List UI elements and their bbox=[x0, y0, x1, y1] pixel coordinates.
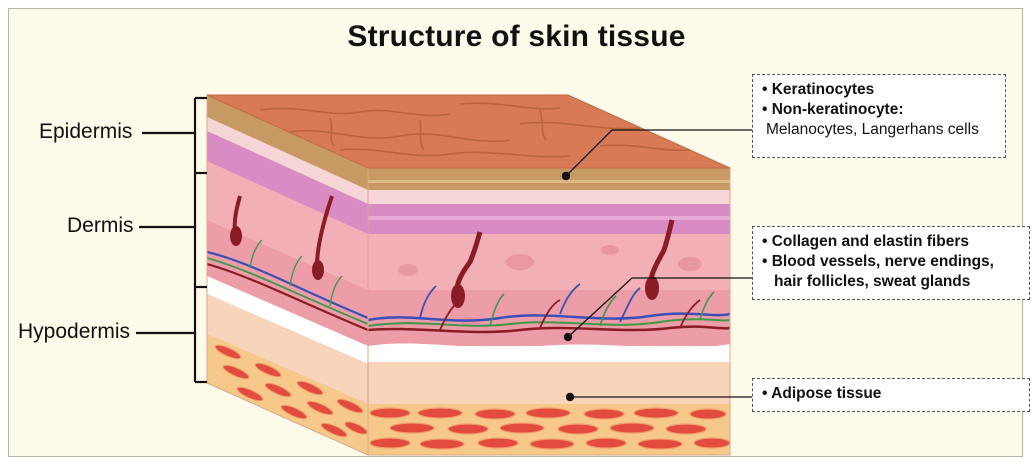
epidermis-callout-line-3: Melanocytes, Langerhans cells bbox=[762, 120, 996, 140]
epidermis-callout-line-2: • Non-keratinocyte: bbox=[762, 100, 996, 120]
dermis-label: Dermis bbox=[67, 214, 134, 238]
front-face bbox=[368, 168, 730, 455]
hypodermis-callout-box: • Adipose tissue bbox=[752, 378, 1030, 412]
layer-brackets bbox=[136, 98, 207, 382]
hypodermis-callout-line-1: • Adipose tissue bbox=[762, 384, 1020, 404]
epidermis-marker-dot bbox=[562, 172, 570, 180]
epidermis-callout-line-1: • Keratinocytes bbox=[762, 80, 996, 100]
epidermis-callout-box: • Keratinocytes • Non-keratinocyte: Mela… bbox=[752, 74, 1006, 158]
dermis-callout-line-1: • Collagen and elastin fibers bbox=[762, 232, 1020, 252]
hypodermis-marker-dot bbox=[566, 393, 574, 401]
dermis-callout-box: • Collagen and elastin fibers • Blood ve… bbox=[752, 226, 1030, 300]
dermis-callout-line-2: • Blood vessels, nerve endings, bbox=[762, 252, 1020, 272]
hypodermis-label: Hypodermis bbox=[18, 320, 130, 344]
dermis-callout-line-3: hair follicles, sweat glands bbox=[762, 272, 1020, 292]
epidermis-label: Epidermis bbox=[39, 120, 132, 144]
dermis-marker-dot bbox=[564, 333, 572, 341]
